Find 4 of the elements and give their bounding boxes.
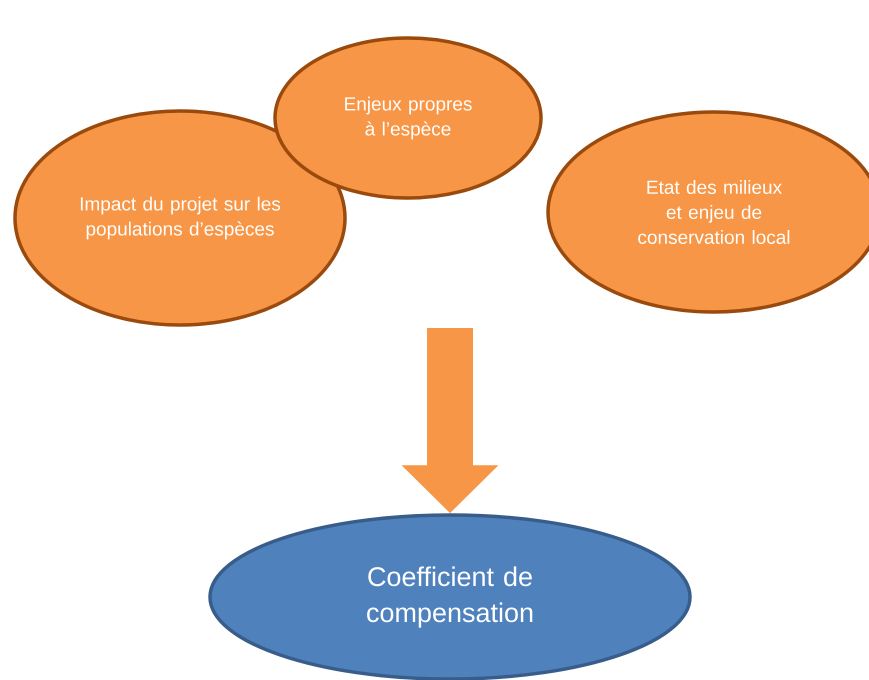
ellipse-node: Enjeux propres à l’espèce: [273, 36, 543, 200]
ellipse-node: Impact du projet sur les populations d’espèces: [13, 109, 347, 327]
ellipse-node: Etat des milieux et enjeu de conservation local: [546, 110, 869, 314]
ellipse-node: Coefficient de compensation: [208, 513, 692, 680]
